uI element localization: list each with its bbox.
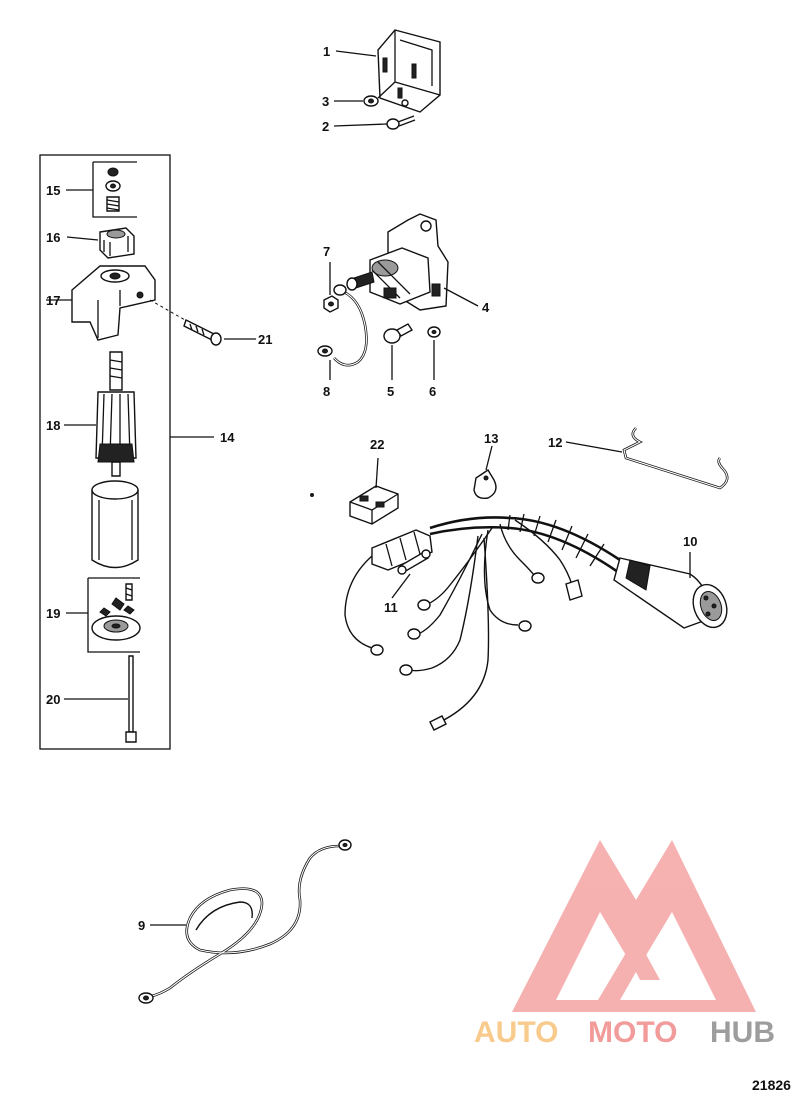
part-3-lock-washer	[363, 95, 379, 107]
callout-5: 5	[387, 384, 394, 399]
callout-17: 17	[46, 293, 60, 308]
figure-number: 21826	[752, 1077, 791, 1093]
part-12-wire-retainer	[622, 427, 729, 490]
part-5-bolt	[383, 323, 414, 344]
callout-2: 2	[322, 119, 329, 134]
callout-12: 12	[548, 435, 562, 450]
callout-11: 11	[384, 600, 398, 615]
part-11-fuse	[397, 549, 431, 575]
part-18-armature	[95, 351, 137, 477]
watermark-moto: MOTO	[588, 1016, 677, 1049]
callout-13: 13	[484, 431, 498, 446]
callout-10: 10	[683, 534, 697, 549]
callout-14: 14	[220, 430, 235, 445]
part-15-hardware-set	[92, 161, 137, 218]
part-9-long-cable	[138, 839, 352, 1004]
part-6-nut	[427, 326, 441, 338]
part-16-drive-gear	[99, 227, 135, 259]
part-13-cable-clip	[473, 469, 497, 500]
part-4-starter-solenoid	[346, 213, 449, 311]
callout-16: 16	[46, 230, 60, 245]
part-1-relay-box	[377, 29, 441, 113]
part-20-long-through-bolt	[125, 655, 137, 743]
callout-21: 21	[258, 332, 272, 347]
callout-18: 18	[46, 418, 60, 433]
callout-6: 6	[429, 384, 436, 399]
callout-9: 9	[138, 918, 145, 933]
part-2-screw	[386, 115, 416, 130]
part-22-terminal-block	[349, 485, 399, 525]
part-7-nut	[323, 295, 339, 313]
callout-3: 3	[322, 94, 329, 109]
starter-frame-housing	[91, 480, 139, 569]
part-8-short-cable	[317, 284, 368, 367]
callout-1: 1	[323, 44, 330, 59]
callout-15: 15	[46, 183, 60, 198]
part-21-through-bolt	[149, 299, 222, 346]
watermark-auto: AUTO	[474, 1016, 558, 1049]
part-10-wiring-harness	[344, 513, 728, 731]
callout-20: 20	[46, 692, 60, 707]
automotohub-logo: AUTO MOTO HUB	[474, 840, 775, 1049]
stray-mark	[310, 493, 314, 497]
callout-8: 8	[323, 384, 330, 399]
callout-4: 4	[482, 300, 490, 315]
part-19-brush-plate	[87, 577, 141, 653]
callout-19: 19	[46, 606, 60, 621]
watermark-hub: HUB	[710, 1016, 775, 1049]
callout-7: 7	[323, 244, 330, 259]
callout-22: 22	[370, 437, 384, 452]
part-14-starter-motor-assembly: 14	[39, 154, 235, 750]
part-17-drive-end-frame	[71, 265, 156, 341]
